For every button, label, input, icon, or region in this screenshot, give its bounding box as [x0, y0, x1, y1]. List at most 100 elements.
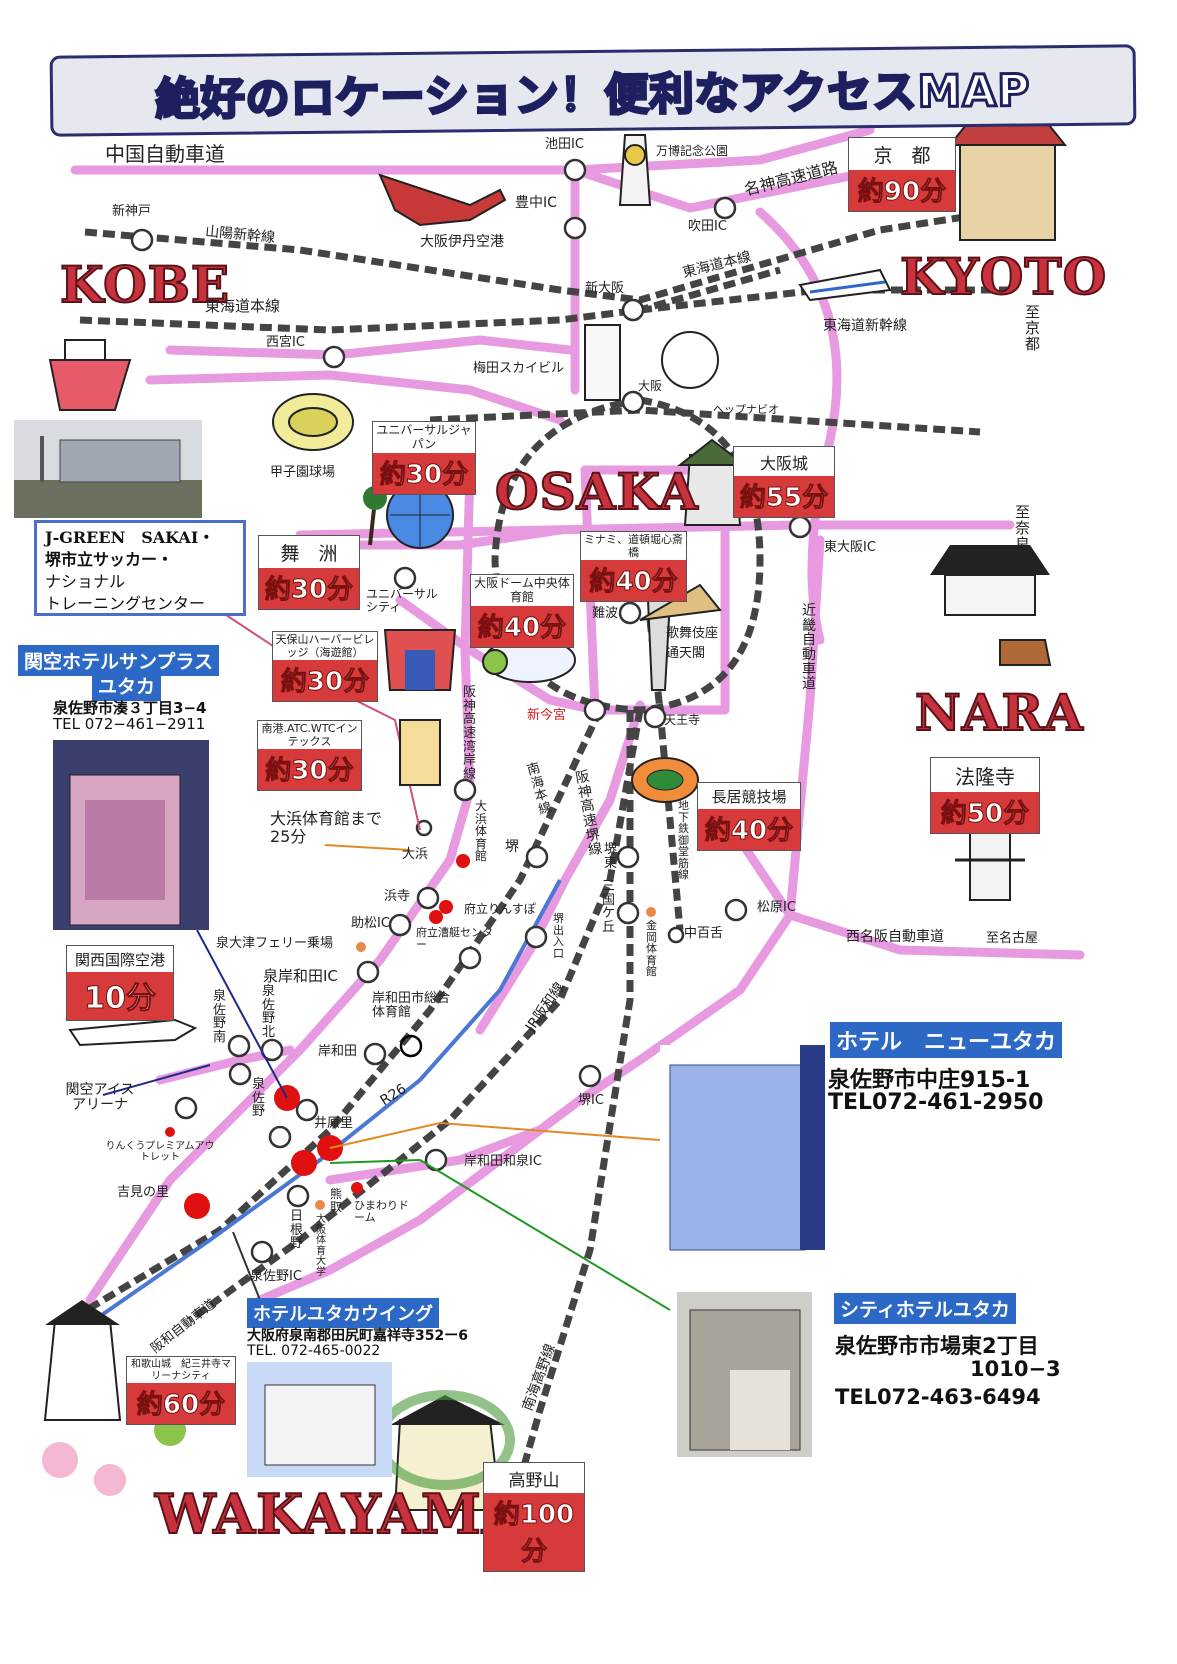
nagai-name: 長居競技場: [711, 788, 787, 806]
koyasan-name: 高野山: [508, 1471, 560, 1491]
hanshin-sakai: [475, 700, 645, 1035]
suita-ic-label: 吹田IC: [688, 219, 727, 234]
kishiwada-label: 岸和田: [318, 1044, 358, 1059]
newyutaka-address: 泉佐野市中庄915-1: [828, 1068, 1031, 1093]
newyutaka-name: ホテル ニューユタカ: [830, 1022, 1063, 1058]
newyutaka-photo: [660, 1045, 825, 1255]
tempozan-time: 約30分: [273, 660, 377, 702]
nanko-name: 南港.ATC.WTCインテックス: [261, 722, 358, 748]
banpaku-label: 万博記念公園: [656, 144, 729, 158]
osaka-station-label: 大阪: [638, 379, 663, 393]
region-osaka: OSAKA: [494, 461, 699, 522]
oohama-label: 大浜: [402, 847, 429, 862]
jr-hanwa-rail: [187, 709, 644, 1323]
hanshin-wangan-label: 阪神高速湾岸線: [463, 685, 477, 782]
nishi-meihan: [715, 805, 1085, 960]
jgreen-line1: J-GREEN SAKAI・: [45, 528, 215, 547]
osaka-loop-inner: [580, 465, 730, 715]
stadium-icon: [272, 393, 354, 451]
minami-time: 約40分: [581, 560, 686, 602]
wakayama-time-box: 和歌山城 紀三井寺マリーナシティ 約60分: [126, 1356, 236, 1425]
nishinomiya-link: [165, 335, 575, 360]
city-tel: TEL072-463-6494: [835, 1385, 1041, 1409]
region-kobe: KOBE: [59, 254, 231, 315]
nankai-main: [68, 708, 604, 1324]
umeda-label: 梅田スカイビル: [473, 361, 565, 376]
kanku-ice-label: 関空アイスアリーナ: [65, 1082, 135, 1114]
tokaido-line-west-label: 東海道本線: [205, 297, 281, 315]
rinku-outlet-label: りんくうプレミアムアウトレット: [105, 1141, 215, 1163]
minami-time-box: ミナミ、道頓堀心斎橋 約40分: [580, 531, 687, 603]
koshien-label: 甲子園球場: [270, 465, 336, 480]
jgreen-callout: J-GREEN SAKAI・ 堺市立サッカー・ ナショナル トレーニングセンター: [34, 520, 246, 616]
ship-icon: [48, 339, 132, 411]
city-address1: 泉佐野市市場東2丁目: [835, 1334, 1039, 1358]
nakamozu-label: 中百舌: [684, 926, 724, 941]
city-photo: [677, 1292, 812, 1457]
sakai-ic-label: 堺IC: [578, 1093, 604, 1108]
kishiwada-izumi-ic-label: 岸和田和泉IC: [464, 1154, 542, 1169]
maishima-name: 舞 洲: [280, 543, 338, 565]
mikunigaoka-label: 三国ケ丘: [602, 879, 616, 935]
tempozan-name: 天保山ハーバービレッジ（海遊館）: [275, 633, 375, 659]
kix-time: 10分: [67, 972, 173, 1020]
nishi-meihan-label: 西名阪自動車道: [846, 929, 944, 945]
meishin-expressway: [570, 163, 895, 213]
oohama-gym-vertical: 大浜体育館: [475, 799, 488, 864]
namba-label: 難波: [592, 606, 619, 621]
chugoku-expressway: [70, 125, 875, 175]
station-markers: [130, 158, 812, 1264]
osakajo-time: 約55分: [734, 476, 834, 517]
shinkansen-icon: [798, 268, 892, 302]
kyoto-name: 京 都: [873, 145, 931, 167]
city-name: シティホテルユタカ: [834, 1293, 1016, 1324]
hamadera-label: 浜寺: [384, 889, 411, 904]
venue-dots: [315, 907, 656, 1210]
koyasan-time: 約100分: [484, 1493, 584, 1571]
matsubara-ic-label: 松原IC: [757, 900, 796, 915]
region-kyoto: KYOTO: [899, 246, 1108, 307]
ikeda-ic-label: 池田IC: [545, 137, 584, 152]
horyuji-name: 法隆寺: [955, 765, 1015, 789]
nanko-time-box: 南港.ATC.WTCインテックス 約30分: [257, 720, 362, 792]
wing-name: ホテルユタカウイング: [247, 1298, 439, 1328]
hineno-label: 日根野: [290, 1209, 304, 1252]
route-26: [78, 879, 562, 1332]
sakai-label: 堺: [505, 839, 519, 855]
wakayama-castle-icon: [43, 1300, 122, 1421]
osaka-east-west-rail: [429, 406, 981, 436]
kinki-expressway-label: 近畿自動車道: [802, 603, 816, 693]
osakajo-name: 大阪城: [759, 454, 808, 473]
jgreen-line3: ナショナル: [45, 572, 126, 591]
wing-photo: [247, 1362, 392, 1477]
sen-kishiwada-ic-label: 泉岸和田IC: [263, 967, 338, 985]
koyasan-time-box: 高野山 約100分: [483, 1462, 585, 1572]
wing-address: 大阪府泉南郡田尻町嘉祥寺352ー6: [247, 1328, 468, 1344]
deer-icon: [999, 639, 1052, 666]
minami-name: ミナミ、道頓堀心斎橋: [584, 533, 683, 559]
dome-time: 約40分: [471, 605, 573, 647]
to-nara-label: 至奈良: [1015, 503, 1031, 553]
maishima-time: 約30分: [259, 568, 359, 609]
newyutaka-tel: TEL072-461-2950: [828, 1090, 1044, 1115]
higashiosaka-ic-label: 東大阪IC: [824, 540, 876, 555]
tokaido-line-west: [79, 266, 781, 334]
nishinomiya-ic-label: 西宮IC: [266, 335, 305, 350]
sunplus-tel: TEL 072−461−2911: [53, 715, 206, 733]
izumisano-kita-label: 泉佐野北: [262, 984, 276, 1040]
nagai-stadium-icon: [631, 757, 699, 803]
osakajo-time-box: 大阪城 約55分: [733, 446, 835, 518]
nara-temple-icon: [930, 545, 1050, 616]
sakai-higashi-label: 堺東: [604, 842, 618, 871]
fu-sotei-label: 府立漕艇センター: [416, 926, 493, 952]
shinosaka-label: 新大阪: [585, 281, 625, 296]
dome-name: 大阪ドーム中央体育館: [474, 576, 570, 604]
sakai-exit-label: 堺出入口: [553, 912, 564, 960]
region-wakayama: WAKAYAMA: [154, 1481, 525, 1547]
kyoto-time-box: 京 都 約90分: [848, 137, 956, 212]
hanshin-wangan: [85, 465, 475, 1305]
sunplus-name2: ユタカ: [92, 670, 162, 701]
fu-rinsupo-label: 府立りんすぽ: [464, 902, 536, 916]
wakayama-name: 和歌山城 紀三井寺マリーナシティ: [131, 1359, 231, 1382]
kix-name: 関西国際空港: [74, 951, 165, 969]
